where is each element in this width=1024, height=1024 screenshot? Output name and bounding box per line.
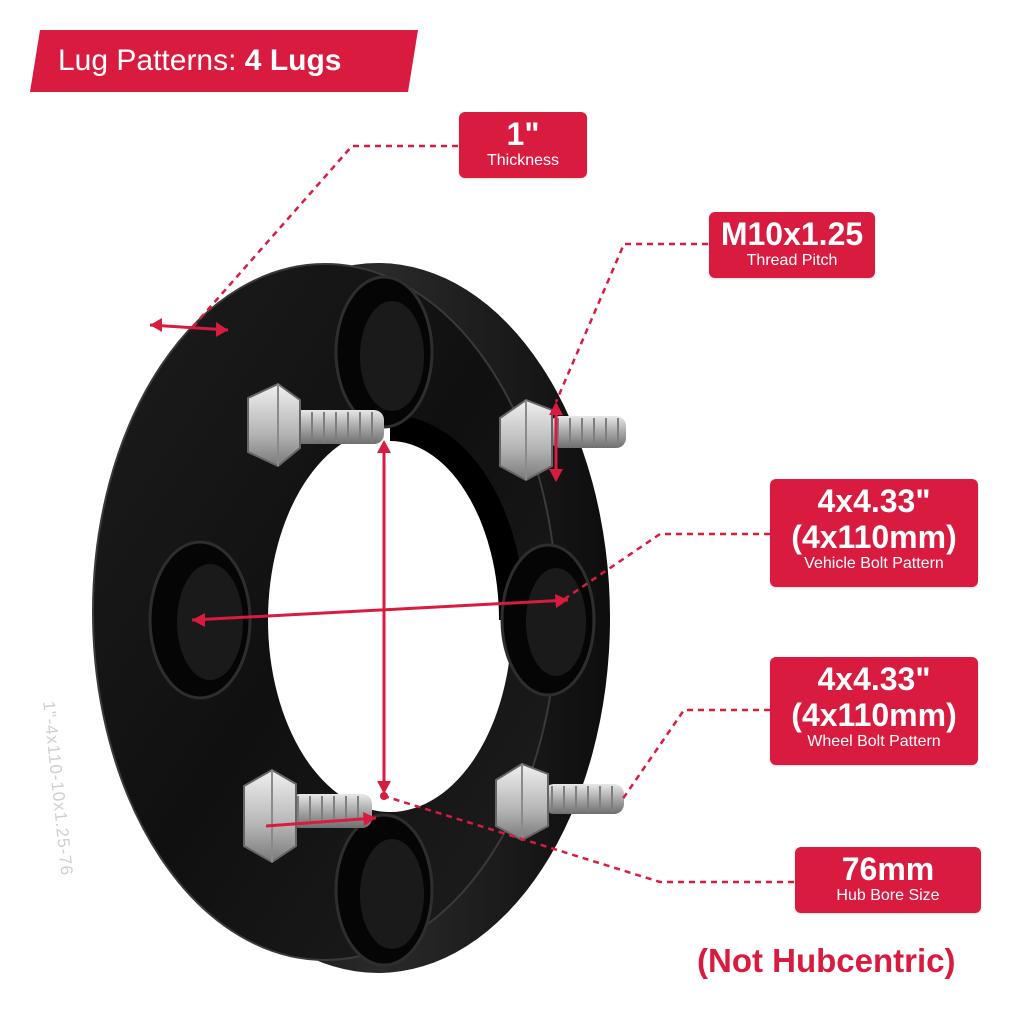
thickness-caption: Thickness — [486, 152, 560, 169]
stud-bottom-left — [243, 768, 372, 864]
dimension-lines — [149, 144, 794, 884]
stud-bottom-right — [495, 762, 624, 842]
banner-shape — [30, 30, 418, 92]
banner-prefix: Lug Patterns: — [58, 44, 245, 77]
dimension-arrowheads — [150, 318, 568, 826]
thread-pitch-caption: Thread Pitch — [746, 252, 838, 269]
wheel-bolt-pattern-label: 4x4.33" (4x110mm) Wheel Bolt Pattern — [770, 657, 978, 765]
thread-pitch-label: M10x1.25 Thread Pitch — [709, 212, 875, 278]
hub-bore-caption: Hub Bore Size — [836, 887, 940, 904]
vehicle-bolt-caption: Vehicle Bolt Pattern — [804, 555, 944, 572]
not-hubcentric-note: (Not Hubcentric) — [697, 942, 956, 979]
hole-right — [500, 543, 596, 697]
vehicle-bolt-line1: 4x4.33" — [817, 483, 931, 519]
thickness-value: 1" — [506, 116, 540, 152]
vehicle-bolt-pattern-label: 4x4.33" (4x110mm) Vehicle Bolt Pattern — [770, 479, 978, 587]
banner-value: 4 Lugs — [244, 44, 342, 77]
stud-top-right — [499, 398, 626, 482]
center-bore — [268, 428, 512, 812]
banner-text: Lug Patterns: 4 Lugs — [58, 44, 341, 78]
hub-bore-label: 76mm Hub Bore Size — [795, 847, 981, 913]
thread-pitch-value: M10x1.25 — [720, 216, 864, 252]
lug-pattern-banner: Lug Patterns: 4 Lugs — [30, 30, 418, 92]
hole-bottom — [334, 813, 434, 967]
wheel-bolt-line1: 4x4.33" — [817, 661, 931, 697]
thickness-label: 1" Thickness — [459, 112, 587, 178]
vehicle-bolt-line2: (4x110mm) — [791, 519, 957, 555]
hub-bore-value: 76mm — [841, 851, 935, 887]
wheel-bolt-line2: (4x110mm) — [791, 697, 957, 733]
wheel-bolt-caption: Wheel Bolt Pattern — [807, 733, 941, 750]
hole-top — [334, 275, 434, 429]
stud-top-left — [247, 382, 384, 468]
